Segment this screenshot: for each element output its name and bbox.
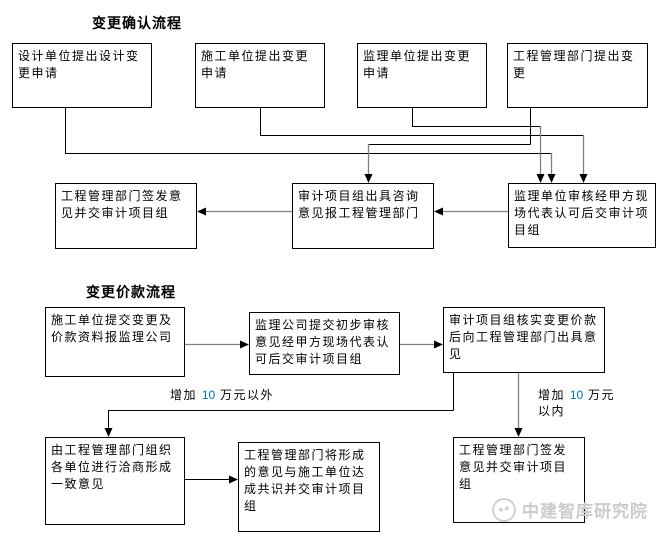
section1-title: 变更确认流程 (92, 15, 182, 31)
watermark-text: 中建智库研究院 (522, 502, 648, 521)
arrowhead-into-preliminary (240, 340, 249, 349)
box-management-change-request: 工程管理部门提出变更 (507, 43, 648, 108)
box-supervision-review: 监理单位审核经甲方现场代表认可后交审计项目组 (508, 183, 656, 248)
box-supervision-change-request: 监理单位提出变更申请 (357, 43, 487, 108)
arrowhead-into-review-3 (536, 174, 545, 183)
arrow-shafts (185, 126, 585, 429)
arrowhead-into-audit-advice (364, 174, 373, 183)
label-within-100k-amount: 10 (569, 388, 584, 402)
label-above-100k-amount: 10 (201, 388, 216, 402)
arrowhead-into-negotiate (104, 428, 113, 437)
label-above-100k-suffix: 万元以外 (215, 388, 275, 402)
box-management-issue-opinion: 工程管理部门签发意见并交审计项目组 (453, 437, 585, 523)
box-management-negotiate: 由工程管理部门组织各单位进行洽商形成一致意见 (45, 437, 185, 525)
arrowhead-into-review-1 (547, 174, 556, 183)
arrowhead-into-review-2 (579, 174, 588, 183)
box-design-change-request: 设计单位提出设计变更申请 (12, 43, 152, 108)
box-audit-verify-price: 审计项目组核实变更价款后向工程管理部门出具意见 (443, 307, 605, 373)
label-within-100k-suffix: 万元以内 (538, 388, 616, 418)
label-above-100k: 增加 10 万元以外 (170, 387, 290, 403)
box-audit-consulting-opinion: 审计项目组出具咨询意见报工程管理部门 (292, 183, 434, 249)
box-management-consensus: 工程管理部门将形成的意见与施工单位达成共识并交审计项目组 (238, 442, 380, 532)
arrowhead-into-issue (514, 428, 523, 437)
section2-title: 变更价款流程 (86, 284, 176, 300)
label-above-100k-prefix: 增加 (170, 388, 202, 402)
box-management-sign-opinion: 工程管理部门签发意见并交审计项目组 (55, 183, 197, 249)
arrowhead-into-verify (434, 340, 443, 349)
label-within-100k: 增加 10 万元以内 (538, 387, 620, 419)
arrowhead-into-audit-advice-right (434, 207, 443, 216)
box-supervision-preliminary-review: 监理公司提交初步审核意见经甲方现场代表认可后交审计项目组 (249, 312, 400, 375)
label-within-100k-prefix: 增加 (538, 388, 570, 402)
watermark: 中建智库研究院 (489, 495, 648, 524)
arrowhead-into-management-sign (197, 207, 206, 216)
arrowhead-into-consensus (229, 475, 238, 484)
watermark-logo-icon (489, 495, 519, 524)
box-construction-change-request: 施工单位提出变更申请 (195, 43, 325, 108)
box-construction-submit-price: 施工单位提交变更及价款资料报监理公司 (45, 307, 185, 377)
